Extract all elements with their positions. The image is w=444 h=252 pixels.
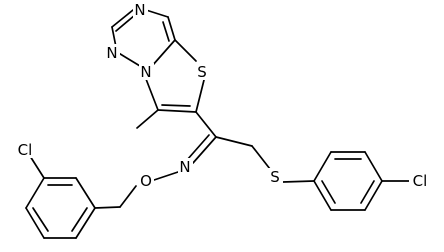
atom-cl-left: Cl	[14, 141, 36, 159]
ring2-bond-1	[313, 151, 332, 182]
bond-c5-n-double	[115, 14, 136, 32]
bond-n-n	[116, 51, 141, 67]
ring-double-b	[32, 207, 49, 232]
ring-double-c	[71, 207, 88, 232]
atom-cl-right: Cl	[409, 172, 431, 190]
ring-bond-4	[25, 207, 45, 239]
bond-ctop-bridge-double	[162, 21, 170, 42]
ring-bond-6	[75, 207, 96, 239]
bond-ch2-s	[251, 145, 271, 170]
atom-o-oxime: O	[138, 172, 154, 190]
ring2-double-c	[321, 180, 336, 204]
ring-bond-1	[75, 177, 96, 209]
ring2-double-b	[360, 180, 375, 204]
bond-s-aryl	[282, 180, 315, 183]
atom-cl-right-label: Cl	[413, 172, 428, 190]
atom-n-left-label: N	[106, 44, 117, 62]
ring2-bond-4	[364, 180, 383, 211]
bond-c5-n	[111, 9, 134, 28]
bond-coxime-n	[192, 136, 217, 164]
bond-bridge-nbridge	[151, 39, 176, 67]
bond-c5-c4-double	[161, 104, 191, 107]
bond-n-ctop	[145, 9, 169, 18]
oxime-linker	[119, 111, 315, 208]
bond-bridge-s	[174, 39, 197, 62]
bond-coxime-n-double	[186, 134, 210, 161]
atom-n-left: N	[105, 44, 120, 62]
atom-n-bridge-label: N	[140, 63, 151, 81]
bond-c4-nbridge	[145, 78, 159, 111]
bond-coxime-ch2	[215, 136, 253, 147]
atom-n-oxime-label: N	[179, 158, 190, 176]
atom-s-thioether-label: S	[270, 168, 280, 186]
atom-n-top: N	[133, 1, 148, 19]
chlorophenyl-ring	[313, 151, 410, 211]
ring2-bond-3	[364, 151, 383, 182]
ring-bond-3	[25, 177, 45, 209]
triazolothiazole-core	[111, 9, 205, 129]
bond-ring-cl	[29, 155, 45, 179]
bond-c5-c4	[157, 109, 197, 113]
ring2-bond-6	[313, 180, 332, 211]
bond-s-c5	[195, 79, 205, 113]
atom-s-thioether: S	[268, 168, 283, 186]
atom-n-bridge: N	[139, 63, 154, 81]
atom-n-oxime: N	[178, 158, 193, 176]
atom-labels: N N N S N O S Cl	[14, 1, 431, 190]
bond-n-o	[153, 171, 179, 181]
bond-c4-methyl	[136, 109, 159, 129]
chlorobenzyl-ring	[25, 155, 121, 239]
bond-o-ch2	[119, 185, 137, 208]
atom-s-thiazole-label: S	[197, 63, 207, 81]
atom-o-oxime-label: O	[140, 172, 152, 190]
atom-cl-left-label: Cl	[18, 141, 33, 159]
atom-n-top-label: N	[134, 1, 145, 19]
bond-ctop-bridge	[167, 16, 176, 41]
atom-s-thiazole: S	[195, 63, 210, 81]
bond-c5-coxime	[195, 111, 217, 138]
bond-ch2-ring	[94, 206, 121, 209]
